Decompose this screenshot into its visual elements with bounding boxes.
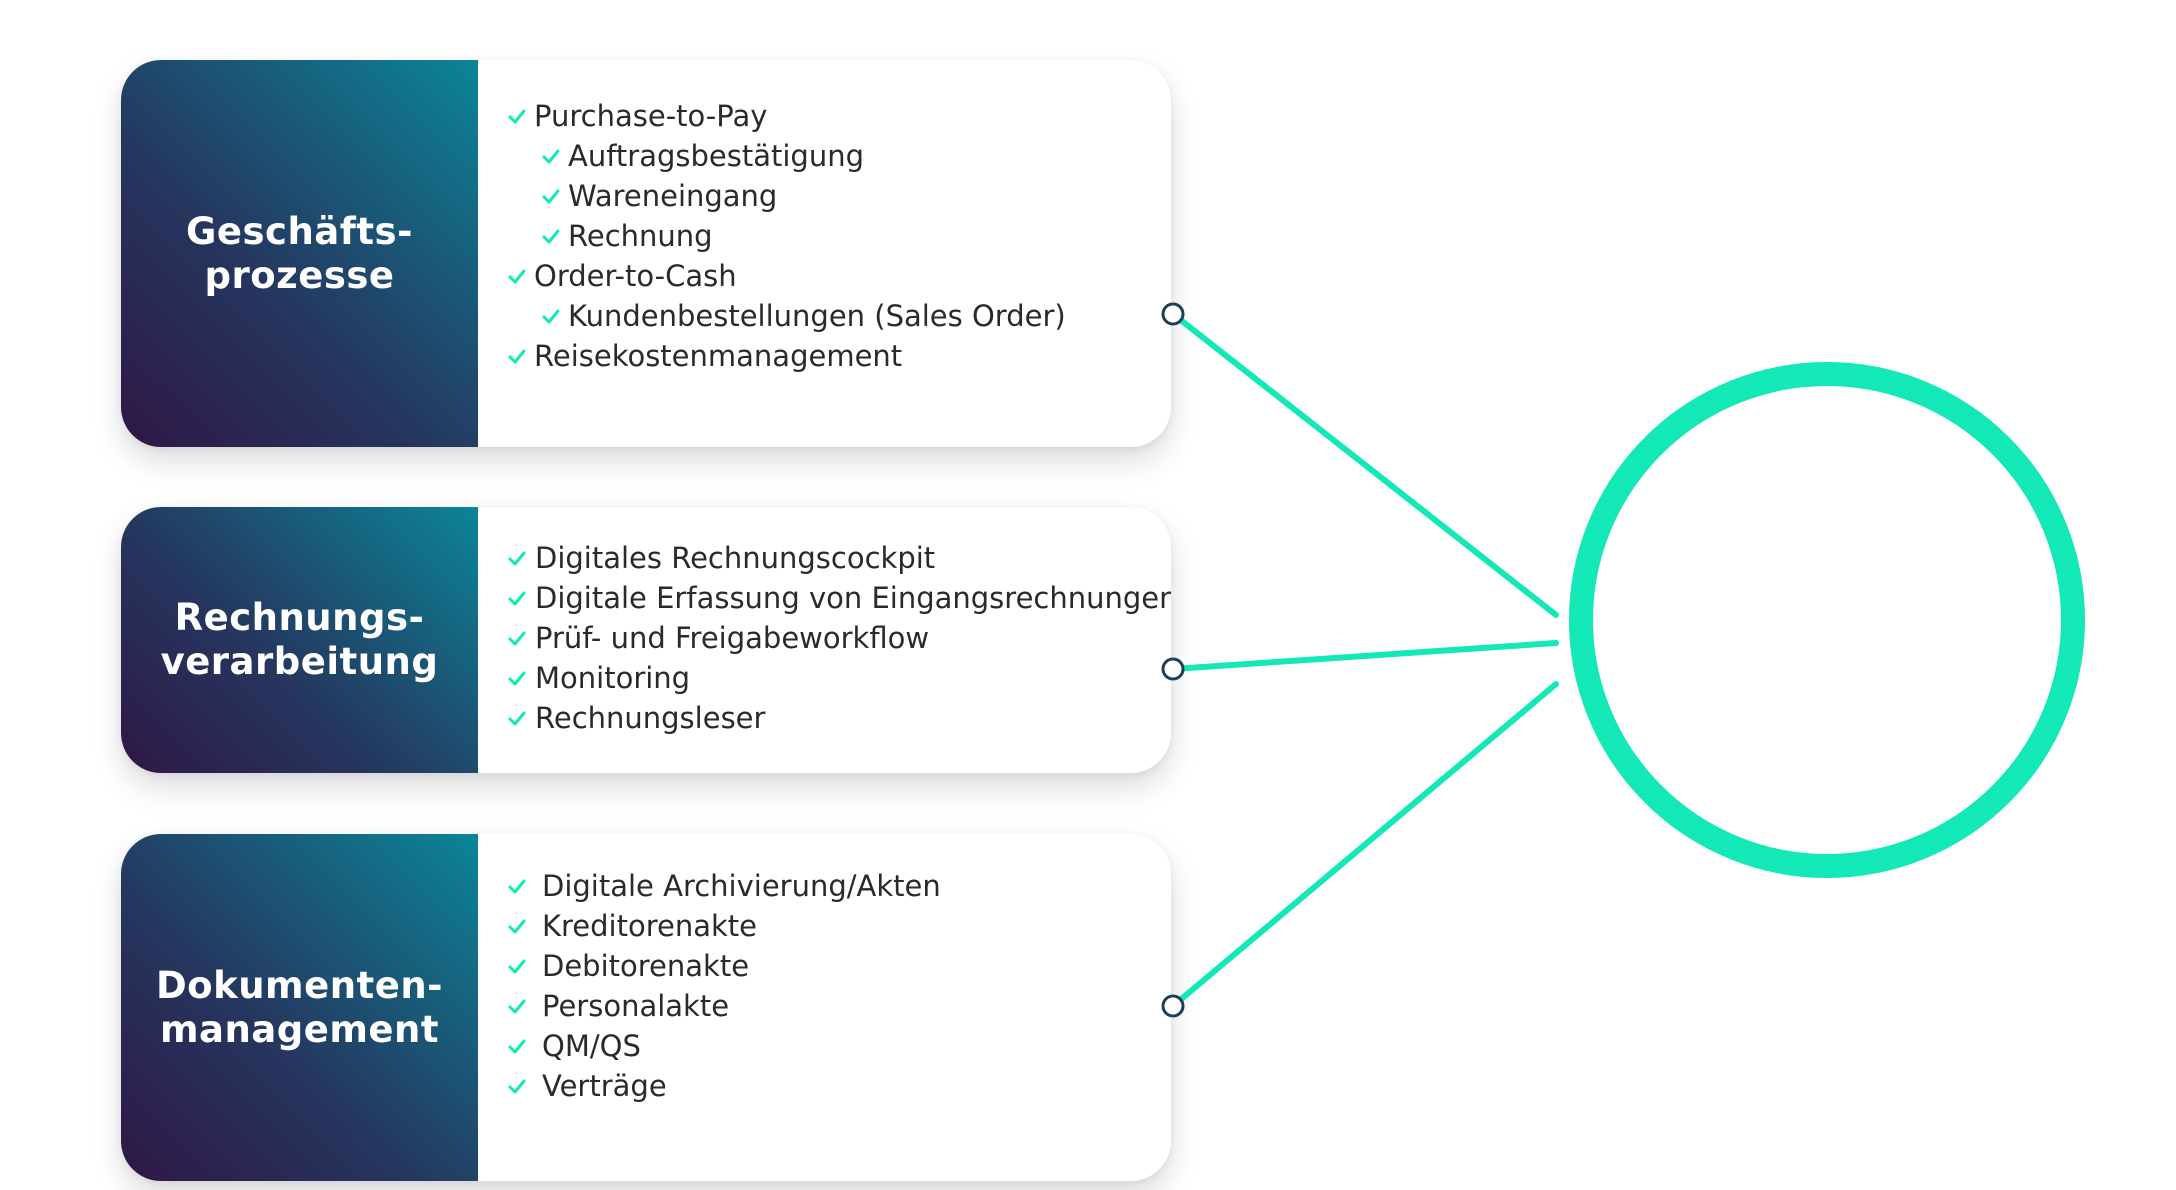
- list-item: Kundenbestellungen (Sales Order): [506, 296, 1151, 336]
- card-title: Dokumenten- management: [156, 964, 443, 1052]
- list-item-label: Rechnung: [568, 219, 713, 253]
- card-title-line: management: [159, 1007, 440, 1051]
- list-item: Digitale Archivierung/Akten: [506, 866, 1151, 906]
- check-icon: [506, 995, 528, 1017]
- list-item: Purchase-to-Pay: [506, 96, 1151, 136]
- list-item: Rechnung: [506, 216, 1151, 256]
- list-item: Order-to-Cash: [506, 256, 1151, 296]
- card-item-list: Digitale Archivierung/Akten Kreditorenak…: [506, 866, 1151, 1106]
- check-icon: [506, 587, 528, 609]
- list-item-label: Kundenbestellungen (Sales Order): [568, 299, 1066, 333]
- list-item: Digitales Rechnungscockpit: [506, 538, 1151, 578]
- card-item-list: Purchase-to-Pay Auftragsbestätigung Ware…: [506, 96, 1151, 376]
- check-icon: [506, 265, 528, 287]
- list-item-label: QM/QS: [542, 1029, 641, 1063]
- list-item: Rechnungsleser: [506, 698, 1151, 738]
- card-title-panel: Geschäfts- prozesse: [121, 60, 478, 447]
- card-dokumentenmanagement: Dokumenten- management Digitale Archivie…: [121, 834, 1171, 1181]
- card-title-line: Dokumenten-: [155, 963, 444, 1007]
- list-item-label: Personalakte: [542, 989, 730, 1023]
- card-title-line: Rechnungs-: [174, 596, 425, 639]
- list-item-label: Verträge: [542, 1069, 667, 1103]
- list-item-label: Digitales Rechnungscockpit: [535, 541, 936, 575]
- card-title-line: Geschäfts-: [186, 209, 413, 253]
- connector-line: [1170, 640, 1559, 672]
- check-icon: [506, 627, 528, 649]
- card-title-panel: Dokumenten- management: [121, 834, 478, 1181]
- list-item-label: Prüf- und Freigabeworkflow: [535, 621, 930, 655]
- check-icon: [506, 915, 528, 937]
- list-item-label: Rechnungsleser: [535, 701, 766, 735]
- check-icon: [506, 667, 528, 689]
- list-item-label: Wareneingang: [568, 179, 778, 213]
- list-item-label: Digitale Erfassung von Eingangsrechnunge…: [535, 581, 1171, 615]
- list-item: Monitoring: [506, 658, 1151, 698]
- list-item: Personalakte: [506, 986, 1151, 1026]
- ring-hub: [1569, 362, 2085, 878]
- check-icon: [506, 1075, 528, 1097]
- card-title-line: verarbeitung: [160, 640, 439, 683]
- check-icon: [506, 955, 528, 977]
- check-icon: [540, 305, 562, 327]
- list-item-label: Kreditorenakte: [542, 909, 758, 943]
- check-icon: [506, 1035, 528, 1057]
- list-item-label: Reisekostenmanagement: [534, 339, 903, 373]
- connector-line: [1170, 311, 1559, 618]
- check-icon: [506, 345, 528, 367]
- card-title-line: prozesse: [204, 253, 395, 297]
- list-item-label: Order-to-Cash: [534, 259, 737, 293]
- list-item: Auftragsbestätigung: [506, 136, 1151, 176]
- list-item-label: Debitorenakte: [542, 949, 750, 983]
- connector-line: [1170, 681, 1559, 1009]
- check-icon: [540, 185, 562, 207]
- connector-node: [1161, 994, 1185, 1018]
- list-item: Reisekostenmanagement: [506, 336, 1151, 376]
- check-icon: [506, 707, 528, 729]
- list-item: Kreditorenakte: [506, 906, 1151, 946]
- card-title: Rechnungs- verarbeitung: [161, 596, 439, 684]
- list-item-label: Digitale Archivierung/Akten: [542, 869, 941, 903]
- check-icon: [540, 145, 562, 167]
- card-title-panel: Rechnungs- verarbeitung: [121, 507, 478, 773]
- list-item: Prüf- und Freigabeworkflow: [506, 618, 1151, 658]
- check-icon: [506, 105, 528, 127]
- card-rechnungsverarbeitung: Rechnungs- verarbeitung Digitales Rechnu…: [121, 507, 1171, 773]
- list-item-label: Auftragsbestätigung: [568, 139, 865, 173]
- list-item-label: Purchase-to-Pay: [534, 99, 768, 133]
- card-item-list: Digitales Rechnungscockpit Digitale Erfa…: [506, 538, 1171, 738]
- connector-node: [1161, 302, 1185, 326]
- list-item: Debitorenakte: [506, 946, 1151, 986]
- list-item: Verträge: [506, 1066, 1151, 1106]
- connector-node: [1161, 657, 1185, 681]
- card-geschaeftsprozesse: Geschäfts- prozesse Purchase-to-Pay Auft…: [121, 60, 1171, 447]
- list-item: Wareneingang: [506, 176, 1151, 216]
- list-item: QM/QS: [506, 1026, 1151, 1066]
- card-title: Geschäfts- prozesse: [186, 210, 413, 298]
- list-item-label: Monitoring: [535, 661, 691, 695]
- check-icon: [540, 225, 562, 247]
- check-icon: [506, 875, 528, 897]
- check-icon: [506, 547, 528, 569]
- list-item: Digitale Erfassung von Eingangsrechnunge…: [506, 578, 1171, 618]
